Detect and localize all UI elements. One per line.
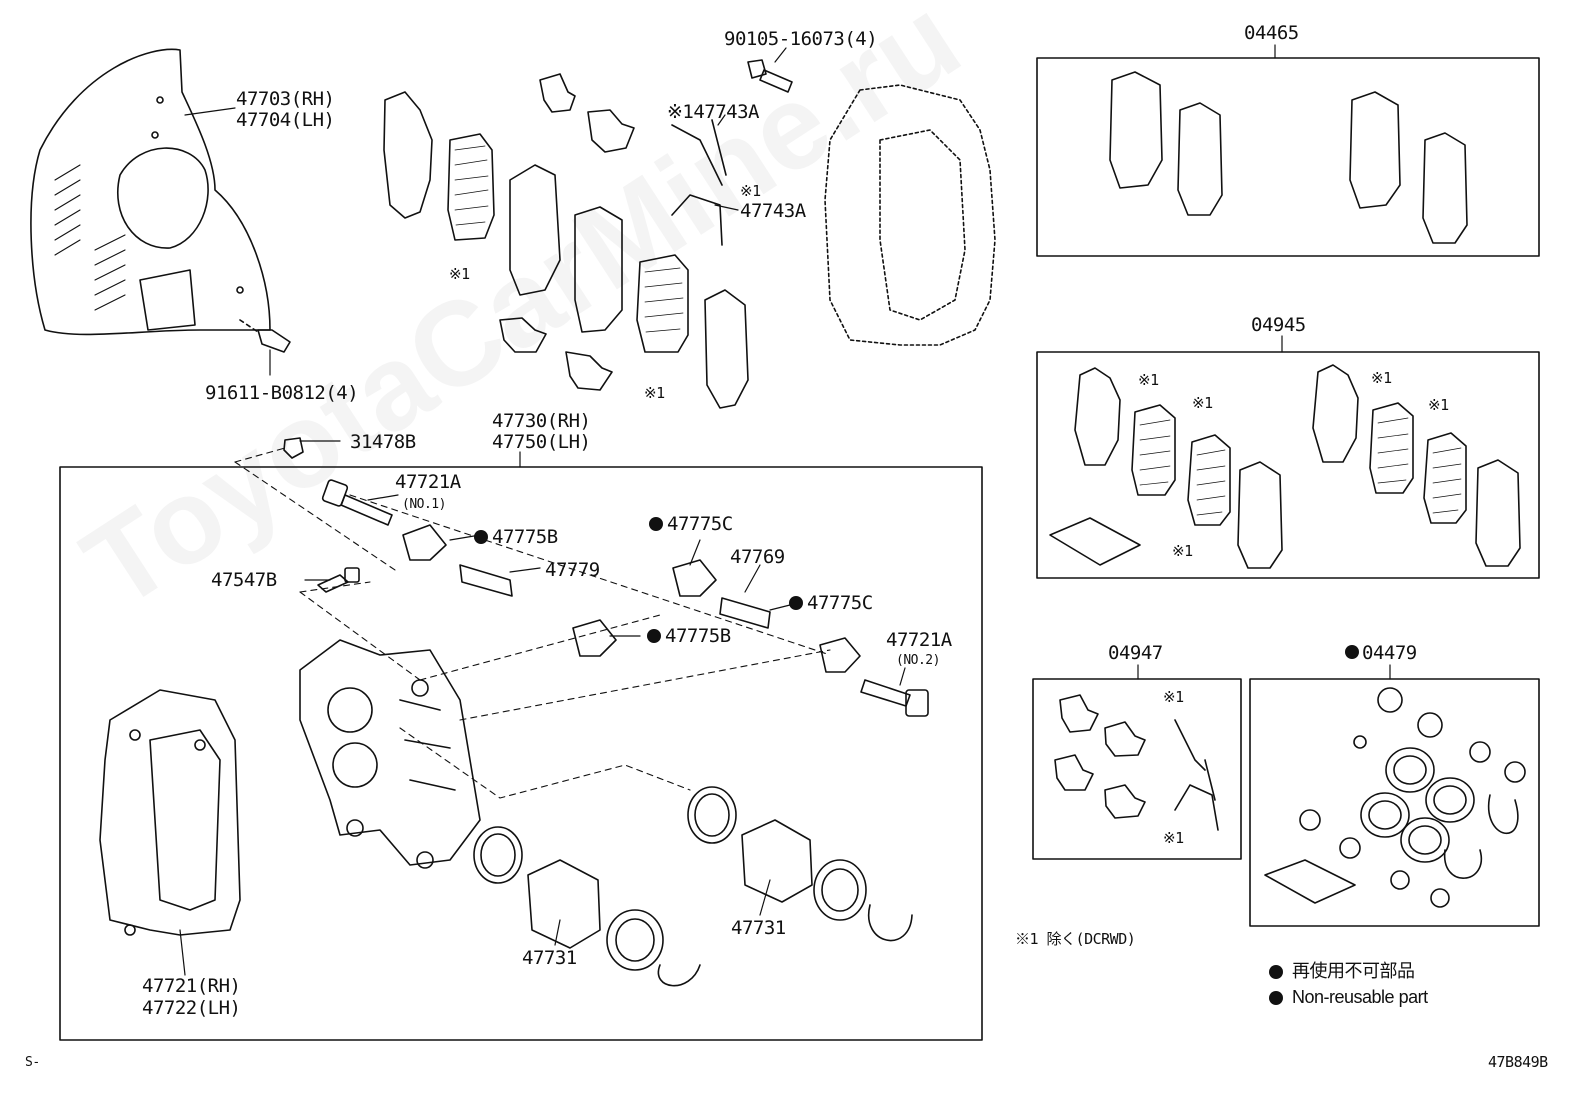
label-cap-31478b: 31478B [350, 431, 416, 453]
label-spring-lower-mark: ※1 [740, 182, 761, 200]
caliper-main-drawing [299, 639, 481, 869]
bolt-no2-drawing [860, 679, 929, 717]
label-bolt-90105: 90105-16073(4) [724, 28, 878, 50]
label-mounting-lh: 47722(LH) [142, 997, 241, 1019]
label-pin-47769: 47769 [730, 546, 785, 568]
label-boot-47775b-upper: 47775B [492, 526, 558, 548]
label-bolt-no2-sub: (NO.2) [896, 653, 940, 668]
label-boot-47775c-lower: 47775C [807, 592, 873, 614]
springs-drawing [671, 119, 727, 246]
label-dust-cover-rh: 47703(RH) [236, 88, 335, 110]
leader-lines [179, 44, 1391, 976]
label-mounting-rh: 47721(RH) [142, 975, 241, 997]
bleeder-drawing [317, 567, 360, 593]
label-cylinder-assy-rh: 47730(RH) [492, 410, 591, 432]
brake-pads-top-drawing [383, 73, 749, 409]
caliper-body-top-drawing [824, 84, 996, 346]
label-dust-cover-lh: 47704(LH) [236, 109, 335, 131]
label-pad-mark-1: ※1 [449, 265, 470, 283]
label-kit-04465: 04465 [1244, 22, 1299, 44]
label-boot-47775c-upper: 47775C [667, 513, 733, 535]
label-piston-right: 47731 [731, 917, 786, 939]
boots-pins-drawing [402, 524, 861, 673]
dust-cover-drawing [30, 48, 271, 336]
label-kit-04945: 04945 [1251, 314, 1306, 336]
label-bolt-91611: 91611-B0812(4) [205, 382, 359, 404]
label-bolt-no1-sub: (NO.1) [402, 497, 446, 512]
kit-04945-mark-4: ※1 [1428, 396, 1449, 414]
footnote: ※1 除く(DCRWD) [1015, 930, 1136, 948]
label-cylinder-assy-lh: 47750(LH) [492, 431, 591, 453]
bolt-91611-drawing [239, 319, 291, 353]
kit-04945-mark-1: ※1 [1138, 371, 1159, 389]
kit-04947-mark-1: ※1 [1163, 688, 1184, 706]
kit-04945-frame [1036, 351, 1540, 579]
corner-right-code: 47B849B [1488, 1053, 1548, 1071]
legend-jp: 再使用不可部品 [1292, 961, 1415, 981]
kit-04947-frame [1032, 678, 1242, 860]
label-pin-47779: 47779 [545, 559, 600, 581]
corner-left-code: S- [25, 1055, 40, 1070]
label-piston-left: 47731 [522, 947, 577, 969]
kit-04465-drawing [1109, 71, 1468, 244]
bolt-no1-drawing [321, 479, 393, 526]
label-kit-04479: 04479 [1362, 642, 1417, 664]
kit-04479-drawing [1264, 687, 1526, 908]
label-spring-upper: ※147743A [667, 101, 760, 123]
mounting-bracket-drawing [99, 689, 241, 936]
kit-04465-frame [1036, 57, 1540, 257]
label-pad-mark-2: ※1 [644, 384, 665, 402]
label-bolt-no2: 47721A [886, 629, 952, 651]
kit-04479-frame [1249, 678, 1540, 927]
bolt-90105-drawing [747, 59, 793, 93]
non-reusable-markers [474, 517, 1359, 1005]
assembly-dashed-lines [234, 447, 831, 799]
kit-04945-drawing [1049, 364, 1521, 569]
cap-31478b-drawing [283, 437, 304, 459]
label-boot-47775b-lower: 47775B [665, 625, 731, 647]
kit-04945-mark-5: ※1 [1172, 542, 1193, 560]
label-bleeder-47547b: 47547B [211, 569, 277, 591]
legend-en: Non-reusable part [1292, 987, 1428, 1007]
kit-04947-drawing [1054, 694, 1219, 831]
label-kit-04947: 04947 [1108, 642, 1163, 664]
caliper-assembly-frame [59, 466, 983, 1041]
kit-04945-mark-3: ※1 [1371, 369, 1392, 387]
pistons-seals-drawing [473, 786, 913, 987]
kit-04945-mark-2: ※1 [1192, 394, 1213, 412]
kit-04947-mark-2: ※1 [1163, 829, 1184, 847]
label-bolt-no1: 47721A [395, 471, 461, 493]
label-spring-lower: 47743A [740, 200, 806, 222]
